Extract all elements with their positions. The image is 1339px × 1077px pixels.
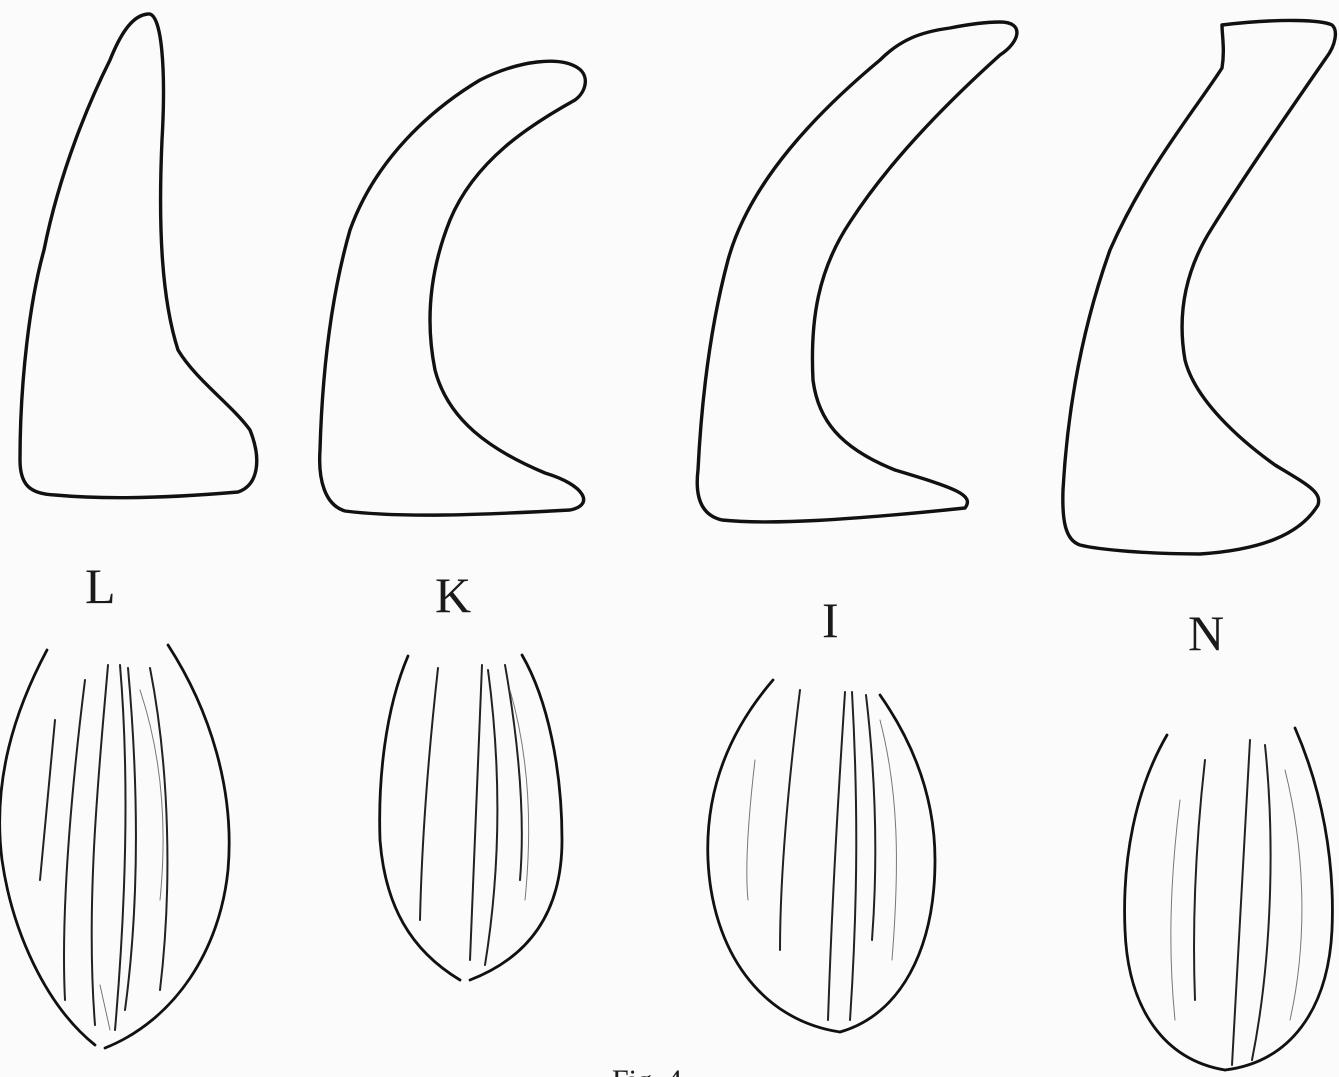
outline-K — [320, 61, 586, 515]
pod-I — [708, 680, 935, 1032]
figure-caption: Fig. 4 — [612, 1064, 682, 1077]
outline-N — [1063, 20, 1336, 554]
label-I: I — [822, 592, 839, 648]
label-L: L — [85, 558, 116, 614]
outline-L — [20, 14, 257, 498]
label-N: N — [1188, 605, 1224, 661]
pod-K — [380, 655, 562, 980]
pod-L — [0, 645, 229, 1048]
outline-I — [697, 22, 1017, 522]
pod-N — [1125, 728, 1333, 1070]
label-K: K — [435, 567, 471, 623]
